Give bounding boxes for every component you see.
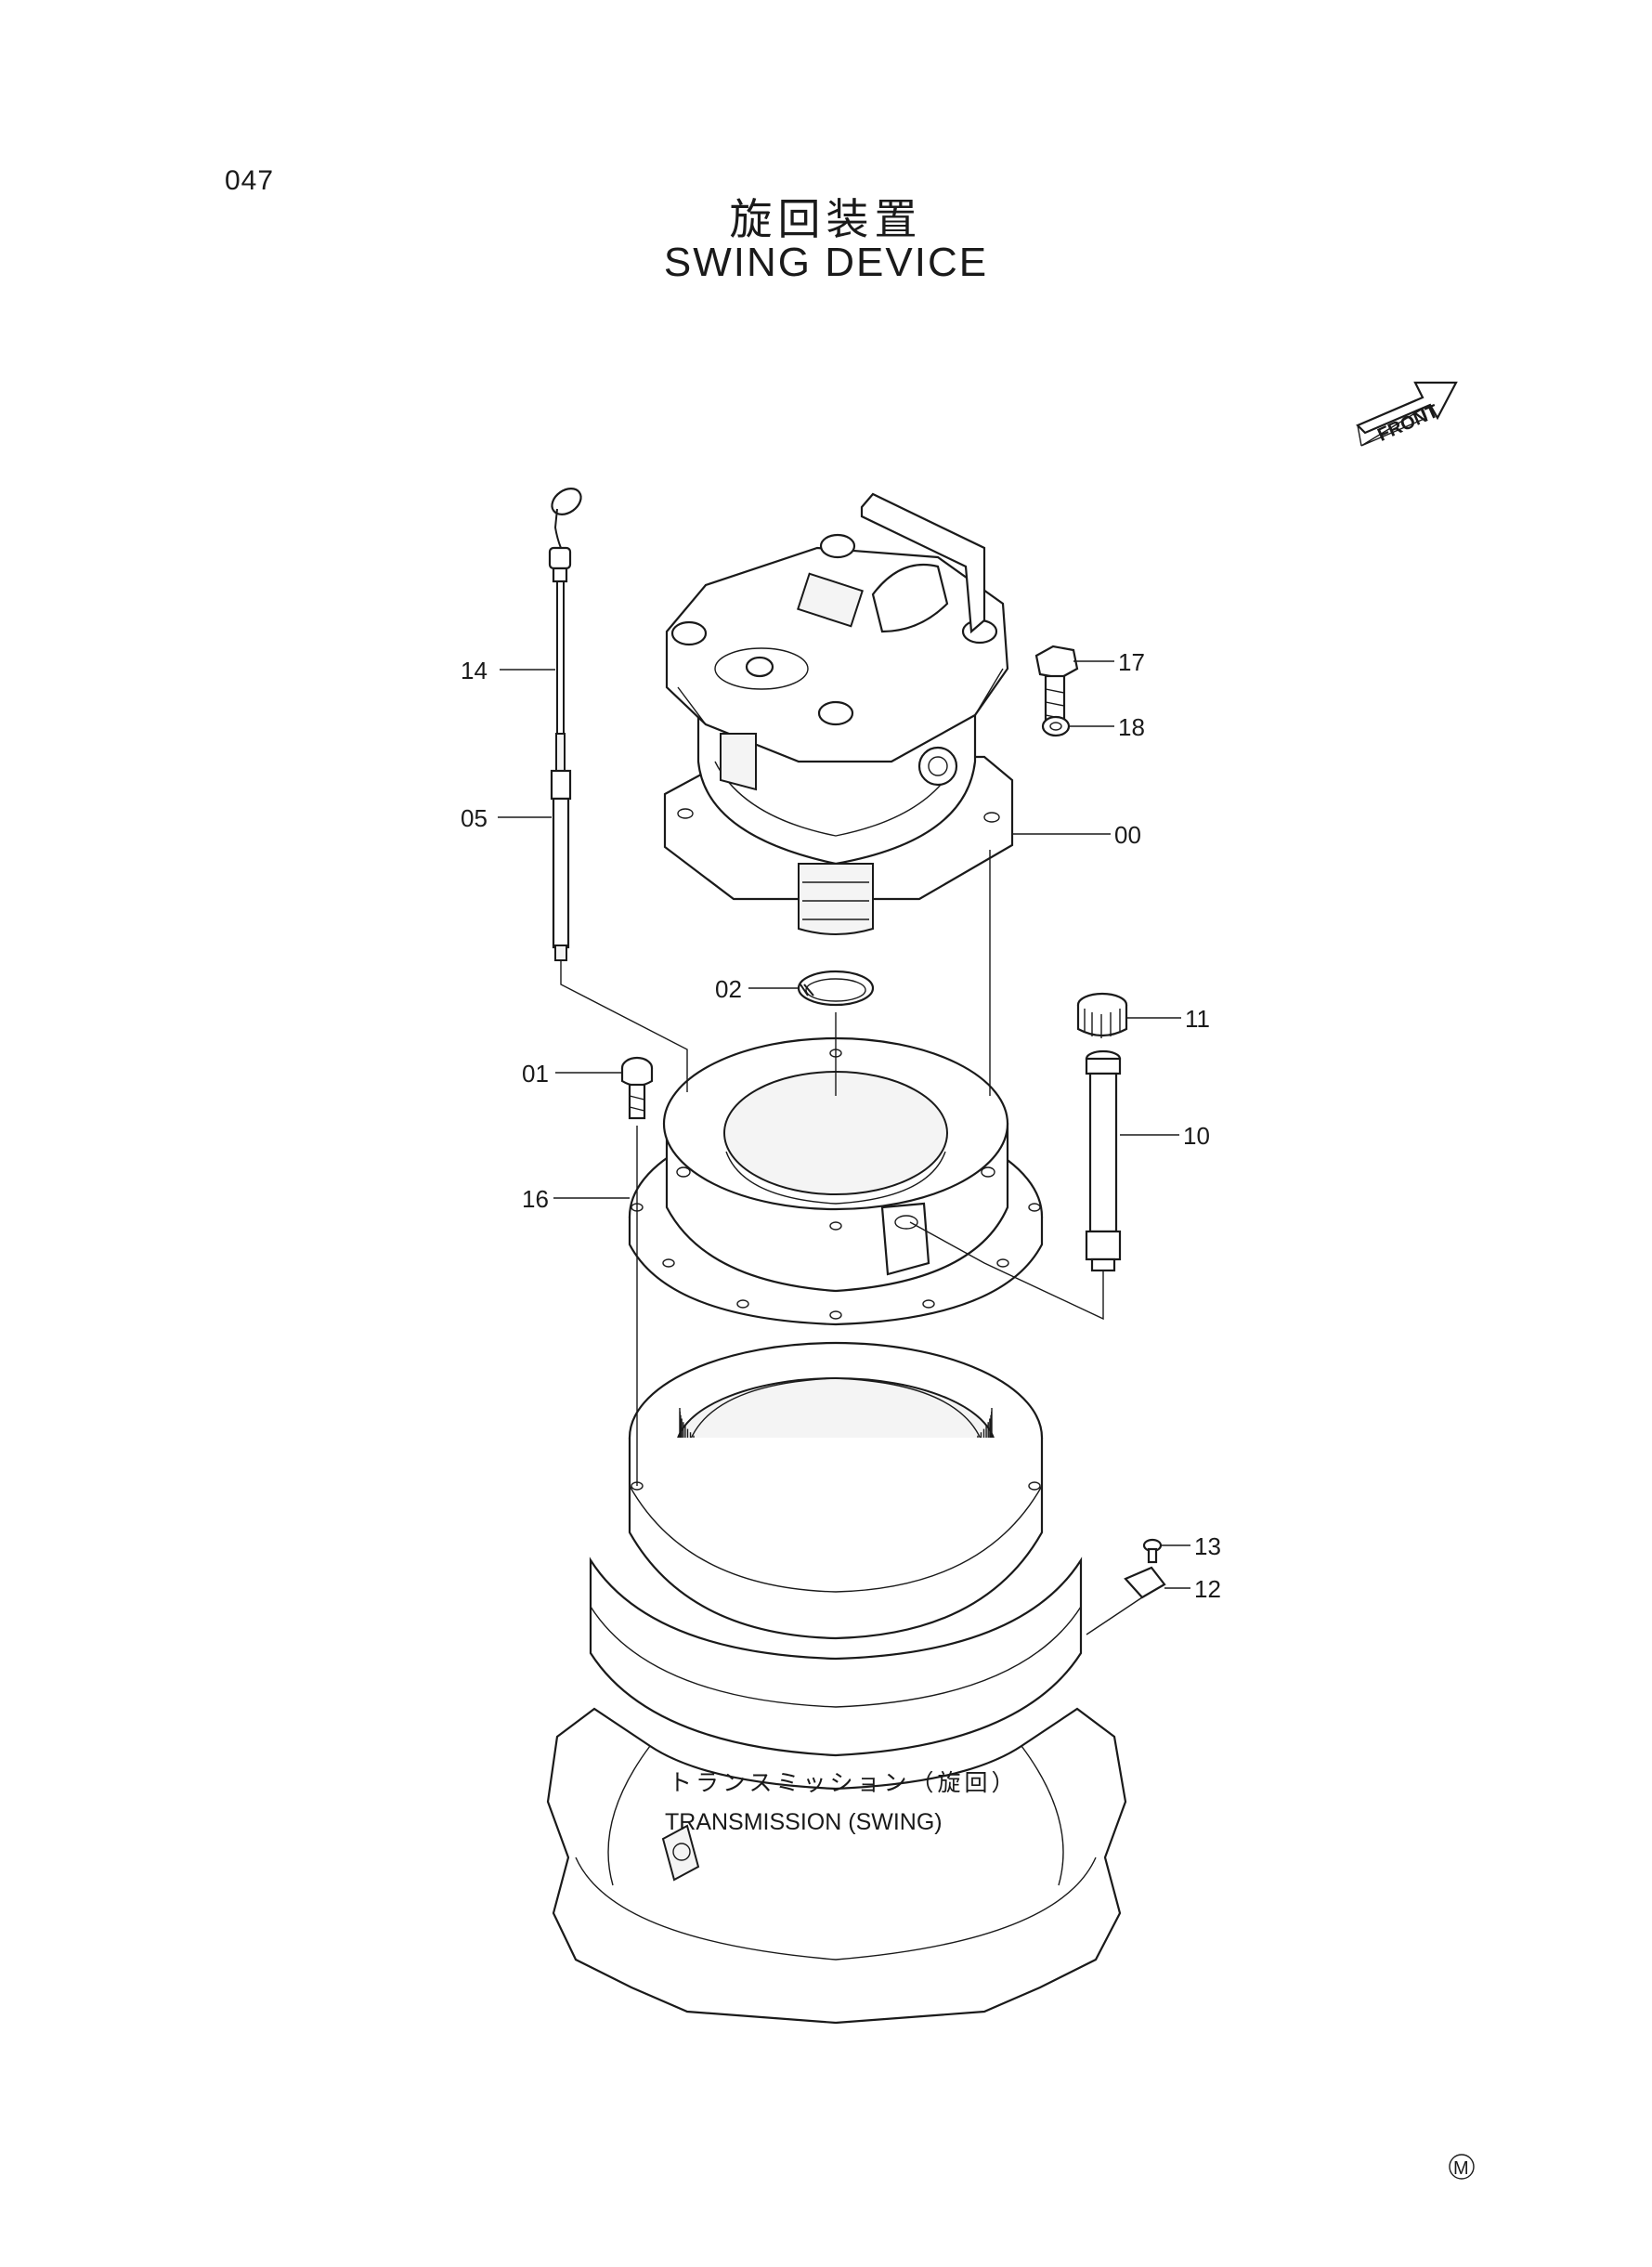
front-arrow-icon: FRONT: [1356, 381, 1458, 447]
part-16-adapter-plate: [628, 1036, 1044, 1326]
label-05: 05: [461, 804, 488, 832]
footer-mark-text: M: [1453, 2158, 1469, 2179]
part-05-pipe: [550, 769, 572, 961]
label-16: 16: [522, 1185, 549, 1213]
title-english: SWING DEVICE: [663, 240, 989, 285]
ring-gear: [628, 1341, 1044, 1640]
label-17: 17: [1118, 648, 1145, 676]
transmission-label-en: TRANSMISSION (SWING): [665, 1809, 943, 1835]
part-13-screw: [1142, 1538, 1163, 1564]
part-02-snap-ring: [797, 970, 875, 1007]
page-number: 047: [225, 165, 275, 196]
part-11-cap: [1076, 992, 1128, 1038]
part-18-washer: [1041, 715, 1071, 737]
leader-lines: [498, 660, 1190, 1635]
label-01: 01: [522, 1060, 549, 1088]
part-14-dipstick: [548, 488, 582, 775]
label-13: 13: [1194, 1532, 1221, 1560]
part-00-swing-motor: [663, 492, 1014, 935]
label-00: 00: [1114, 821, 1141, 849]
label-11: 11: [1185, 1005, 1210, 1033]
transmission-label-jp: トランスミッション（旋回）: [669, 1769, 1019, 1796]
part-17-bolt: [1034, 645, 1079, 726]
label-12: 12: [1194, 1575, 1221, 1603]
footer-m-mark: M: [1449, 2154, 1475, 2180]
part-01-bolt: [620, 1056, 654, 1120]
part-10-pipe: [1085, 1049, 1122, 1272]
label-18: 18: [1118, 713, 1145, 741]
label-10: 10: [1183, 1122, 1210, 1150]
label-02: 02: [715, 975, 742, 1003]
title-japanese: 旋回装置: [729, 194, 923, 244]
label-14: 14: [461, 657, 488, 684]
part-12-plate: [1124, 1566, 1166, 1599]
transmission-housing: [546, 1557, 1127, 2025]
